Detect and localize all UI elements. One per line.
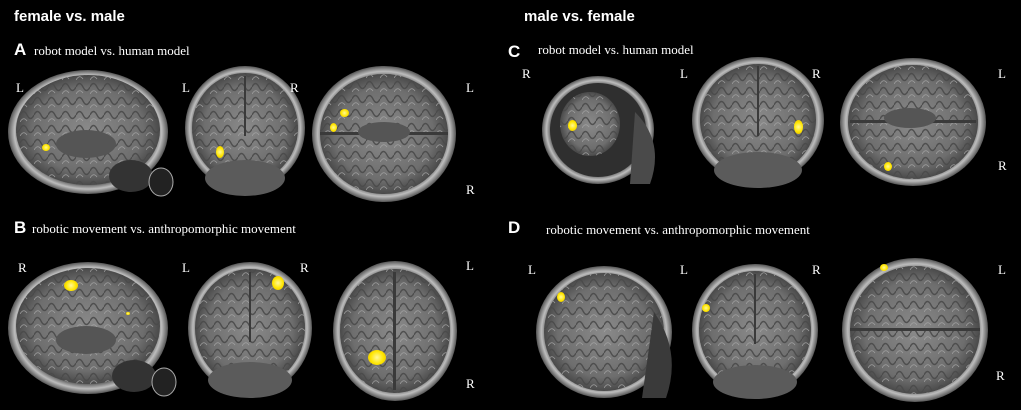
orientation-label: L [466, 258, 474, 273]
panel-title-a: robot model vs. human model [34, 43, 190, 58]
activation-blob [557, 292, 565, 302]
panel-title-d: robotic movement vs. anthropomorphic mov… [546, 222, 810, 237]
scan-a-axial [312, 66, 456, 202]
activation-blob [702, 304, 710, 312]
scan-d-axial [842, 258, 988, 402]
activation-blob [272, 276, 284, 290]
heading-female-vs-male: female vs. male [14, 8, 125, 25]
activation-blob [64, 280, 78, 291]
orientation-label: L [182, 260, 190, 275]
activation-blob [568, 120, 577, 131]
activation-blob [216, 146, 224, 158]
scan-a-sagittal [8, 70, 174, 197]
scan-b-coronal [188, 262, 312, 398]
activation-blob [884, 162, 892, 171]
orientation-label: R [466, 376, 475, 391]
heading-male-vs-female: male vs. female [524, 8, 635, 25]
orientation-label: R [998, 158, 1007, 173]
orientation-label: L [16, 80, 24, 95]
activation-blob [794, 120, 803, 134]
orientation-label: L [680, 66, 688, 81]
orientation-label: L [998, 66, 1006, 81]
panel-letter-b: B [14, 218, 27, 237]
activation-blob [368, 350, 386, 365]
orientation-label: R [522, 66, 531, 81]
activation-blob [126, 312, 130, 315]
scan-b-axial [333, 261, 457, 401]
activation-blob [340, 109, 349, 117]
orientation-label: L [680, 262, 688, 277]
scan-c-coronal [692, 57, 824, 188]
orientation-label: R [466, 182, 475, 197]
orientation-label: R [812, 66, 821, 81]
panel-title-c: robot model vs. human model [538, 42, 694, 57]
orientation-label: L [998, 262, 1006, 277]
scan-d-sagittal [536, 266, 672, 398]
scan-c-axial [840, 58, 986, 186]
orientation-label: R [18, 260, 27, 275]
panel-letter-c: C [508, 42, 521, 61]
scan-d-coronal [692, 264, 818, 399]
scan-c-sagittal [542, 76, 655, 184]
activation-blob [330, 123, 337, 132]
orientation-label: L [528, 262, 536, 277]
panel-letter-a: A [14, 40, 27, 59]
scan-b-sagittal [8, 262, 177, 397]
scan-a-coronal [185, 66, 305, 196]
orientation-label: L [182, 80, 190, 95]
panel-letter-d: D [508, 218, 521, 237]
orientation-label: R [290, 80, 299, 95]
activation-blob [42, 144, 50, 151]
orientation-label: R [996, 368, 1005, 383]
panel-title-b: robotic movement vs. anthropomorphic mov… [32, 221, 296, 236]
activation-blob [880, 264, 888, 271]
orientation-label: L [466, 80, 474, 95]
orientation-label: R [812, 262, 821, 277]
orientation-label: R [300, 260, 309, 275]
